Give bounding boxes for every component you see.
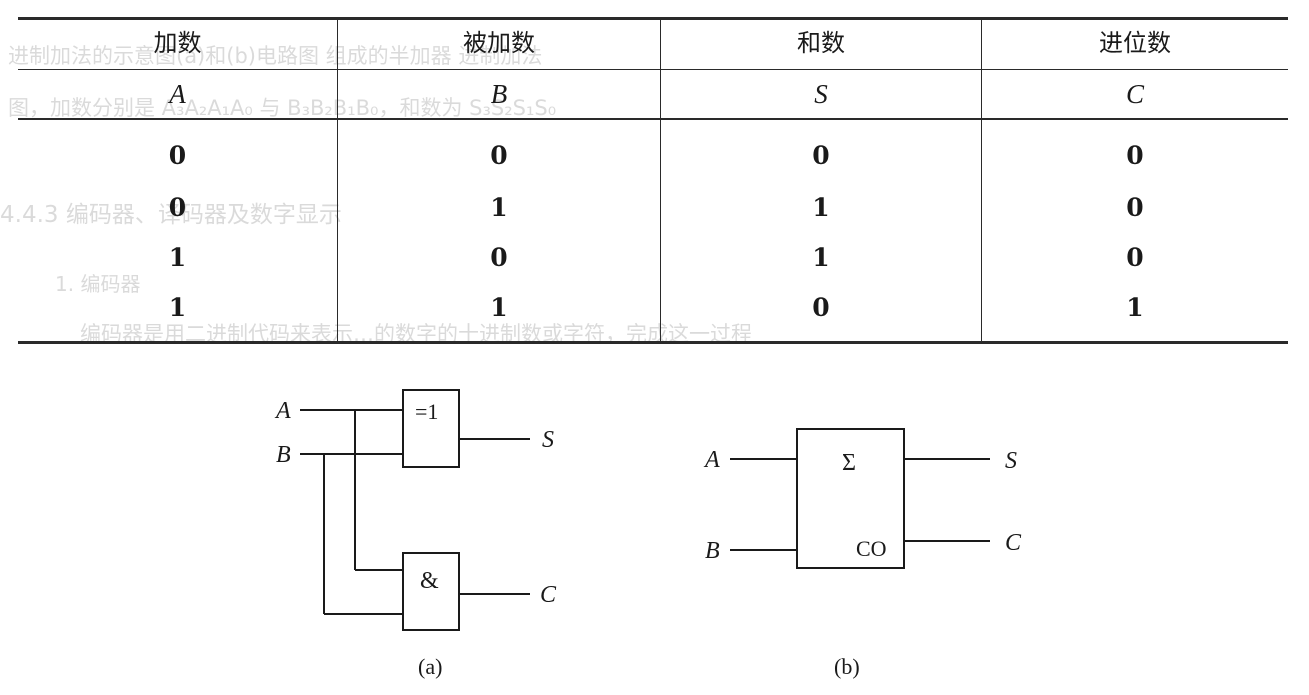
and-gate-label: & (420, 568, 439, 594)
bleed-through-line-4: 1. 编码器 (55, 272, 141, 296)
bleed-through-line-2: 图，加数分别是 A₃A₂A₁A₀ 与 B₃B₂B₁B₀，和数为 S₃S₂S₁S₀ (8, 96, 557, 120)
figure-caption-a: (a) (418, 654, 442, 679)
sigma-label: Σ (842, 450, 856, 476)
cell-r4-s: 0 (812, 293, 830, 322)
block-output-c-label: C (1005, 530, 1022, 556)
block-input-b-label: B (705, 538, 720, 564)
table-symbol-rule (18, 118, 1288, 120)
cell-r1-a: 0 (168, 141, 187, 170)
cell-r2-s: 1 (812, 193, 830, 222)
header-augend: 被加数 (463, 29, 535, 57)
symbol-s: S (814, 79, 828, 109)
symbol-c: C (1125, 79, 1144, 109)
cell-r1-s: 0 (812, 141, 830, 170)
and-gate (402, 552, 460, 631)
input-a-label: A (274, 398, 291, 424)
header-carry: 进位数 (1099, 29, 1171, 57)
cell-r2-b: 1 (490, 193, 508, 222)
output-c-label: C (540, 582, 557, 608)
half-adder-gate-svg: A B =1 & S C (a) (274, 389, 557, 679)
bleed-through-heading: 4.4.3 编码器、译码器及数字显示 (0, 202, 342, 228)
cell-r3-a: 1 (168, 243, 187, 272)
cell-r4-b: 1 (490, 293, 508, 322)
cell-r2-c: 0 (1126, 193, 1144, 222)
table-header-rule (18, 69, 1288, 70)
half-adder-block (796, 428, 905, 569)
cell-r4-c: 1 (1126, 293, 1144, 322)
half-adder-block-svg: A B Σ CO S C (b) (703, 428, 1022, 679)
half-adder-block-diagram: A B Σ CO S C (b) (690, 410, 1040, 685)
cell-r3-s: 1 (812, 243, 830, 272)
cell-r2-a: 0 (168, 193, 187, 222)
column-divider (981, 19, 982, 342)
cell-r3-b: 0 (490, 243, 508, 272)
symbol-b: B (490, 79, 508, 109)
cell-r1-b: 0 (490, 141, 508, 170)
symbol-a: A (169, 79, 186, 109)
cell-r1-c: 0 (1126, 141, 1144, 170)
header-addend: 加数 (153, 29, 202, 57)
header-sum: 和数 (797, 29, 845, 57)
table-bottom-rule (18, 341, 1288, 344)
block-output-s-label: S (1005, 448, 1017, 474)
carry-out-label: CO (856, 536, 887, 561)
column-divider (337, 19, 338, 342)
cell-r4-a: 1 (168, 293, 187, 322)
bleed-through-line-1: 进制加法的示意图(a)和(b)电路图 组成的半加器 进制加法 (8, 44, 543, 68)
figure-caption-b: (b) (834, 654, 860, 679)
block-input-a-label: A (703, 447, 720, 473)
table-top-rule (18, 17, 1288, 20)
column-divider (660, 19, 661, 342)
input-b-label: B (276, 442, 291, 468)
xor-gate (402, 389, 460, 468)
cell-r3-c: 0 (1126, 243, 1144, 272)
output-s-label: S (542, 427, 554, 453)
xor-gate-label: =1 (415, 399, 438, 424)
half-adder-gate-diagram: A B =1 & S C (a) (260, 378, 580, 683)
truth-table: 进制加法的示意图(a)和(b)电路图 组成的半加器 进制加法 图，加数分别是 A… (0, 17, 1288, 346)
